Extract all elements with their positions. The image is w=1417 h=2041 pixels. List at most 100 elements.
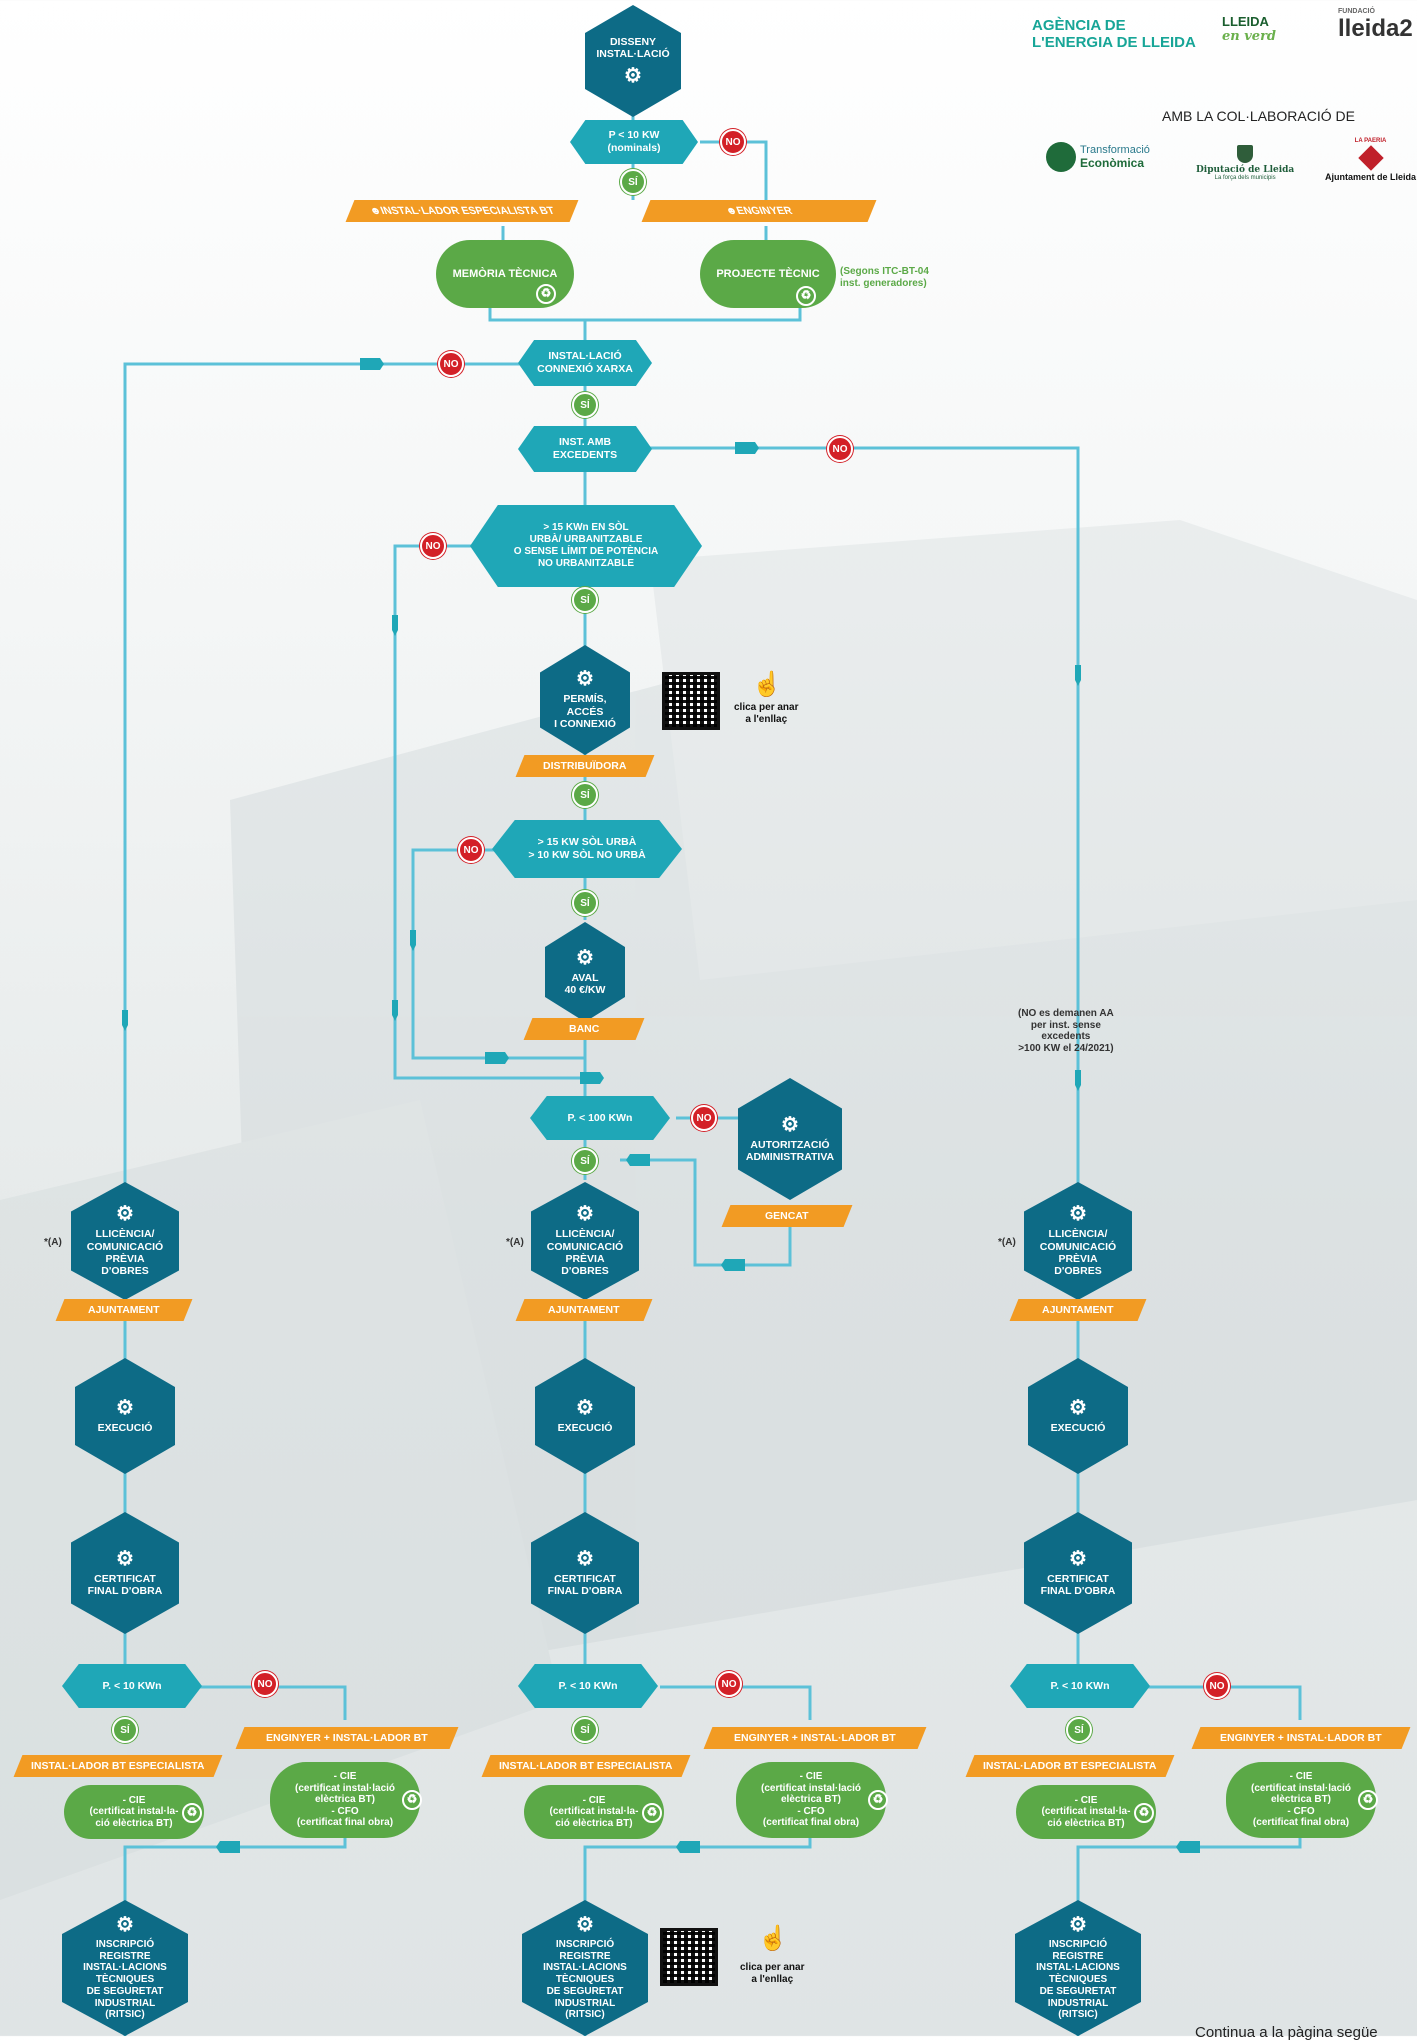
sol-15kw-decision: > 15 KWn EN SÒL URBÀ/ URBANITZABLE O SEN… [470,505,702,587]
autoritzacio-administrativa-node: ⚙ AUTORITZACIÓ ADMINISTRATIVA [738,1078,842,1200]
aval-label: AVAL 40 €/KW [564,971,606,996]
itc-note: (Segons ITC-BT-04 inst. generadores) [840,266,929,289]
si-badge: SÍ [572,1717,598,1743]
gear-icon: ⚙ [1069,1913,1087,1936]
certificat-final-node: ⚙ CERTIFICAT FINAL D'OBRA [71,1512,179,1634]
si-badge: SÍ [112,1717,138,1743]
fundacio-lleida-logo: FUNDACIÓ lleida2 [1338,8,1413,43]
asterisk-note: *(A) [506,1237,524,1248]
gear-icon: ⚙ [576,946,594,969]
recycle-icon: ♻ [536,284,556,304]
autoritzacio-label: AUTORITZACIÓ ADMINISTRATIVA [745,1138,835,1163]
cie-cfo-label: - CIE (certificat instal·lació elèctrica… [760,1771,862,1829]
fundacio-name: lleida2 [1338,15,1413,42]
si-badge: SÍ [572,890,598,916]
execucio-label: EXECUCIÓ [557,1421,613,1434]
enginyer-installer-label: ENGINYER + INSTAL·LADOR BT [1220,1732,1382,1744]
gear-icon: ⚙ [576,1203,594,1226]
recycle-icon: ♻ [796,286,816,306]
cie-label: - CIE (certificat instal·la- ció elèctri… [549,1794,639,1829]
click-link-note[interactable]: clica per anar a l'enllaç [734,702,799,725]
cie-cfo-node: - CIE (certificat instal·lació elèctrica… [736,1762,888,1838]
gear-icon: ⚙ [116,1203,134,1226]
qr-code[interactable] [660,1928,718,1986]
asterisk-note: *(A) [998,1237,1016,1248]
projecte-label: PROJECTE TÈCNIC [716,267,820,280]
cie-node: - CIE (certificat instal·la- ció elèctri… [524,1785,664,1839]
enginyer-installer-label: ENGINYER + INSTAL·LADOR BT [266,1732,428,1744]
lleida-en-verd-logo: LLEIDA en verd [1222,14,1276,44]
cie-cfo-label: - CIE (certificat instal·lació elèctrica… [294,1771,396,1829]
ritsic-label: INSCRIPCIÓ REGISTRE INSTAL·LACIONS TÈCNI… [83,1938,167,2021]
ajuntament-logo: LA PAERIA Ajuntament de Lleida [1325,138,1416,182]
aval-node: ⚙ AVAL 40 €/KW [545,922,625,1022]
recycle-icon: ♻ [868,1790,888,1810]
memoria-label: MEMÒRIA TÈCNICA [452,267,558,280]
installer-bt-banner: INSTAL·LADOR BT ESPECIALISTA [481,1755,691,1777]
click-hand-icon: ☝ [758,1925,788,1952]
aj-name: Ajuntament de Lleida [1325,172,1417,182]
fundacio-small: FUNDACIÓ [1338,8,1375,15]
si-badge: SÍ [620,169,646,195]
gear-icon: ⚙ [624,65,642,88]
certificat-label: CERTIFICAT FINAL D'OBRA [1040,1572,1116,1597]
qr-code[interactable] [662,672,720,730]
ajuntament-banner: AJUNTAMENT [515,1299,653,1321]
execucio-node: ⚙ EXECUCIÓ [535,1358,635,1474]
no-badge: NO [252,1671,278,1697]
enginyer-installer-banner: ENGINYER + INSTAL·LADOR BT [235,1727,459,1749]
agency-logo: AGÈNCIA DE L'ENERGIA DE LLEIDA [1032,17,1196,51]
ajuntament-label: AJUNTAMENT [88,1304,160,1316]
gear-icon: ⚙ [576,1396,594,1419]
sol-urba-decision: > 15 KW SÒL URBÀ > 10 KW SÒL NO URBÀ [492,820,682,878]
cie-cfo-node: - CIE (certificat instal·lació elèctrica… [1226,1762,1378,1838]
gencat-label: GENCAT [765,1210,809,1222]
aa-note: (NO es demanen AA per inst. sense excede… [1018,1008,1114,1054]
execucio-node: ⚙ EXECUCIÓ [75,1358,175,1474]
cie-cfo-node: - CIE (certificat instal·lació elèctrica… [270,1762,422,1838]
gear-icon: ⚙ [576,1913,594,1936]
banc-banner: BANC [523,1018,645,1040]
gear-icon: ⚙ [116,1913,134,1936]
permis-label: PERMÍS, ACCÉS I CONNEXIÓ [554,693,616,731]
dip-line2: La força dels municipis [1214,175,1276,181]
p100-decision: P. < 100 KWn [530,1096,670,1140]
engineer-banner: ☻ ENGINYER [641,200,877,222]
gear-icon: ⚙ [1069,1203,1087,1226]
memoria-tecnica-node: MEMÒRIA TÈCNICA ♻ [436,240,574,308]
gear-icon: ⚙ [1069,1396,1087,1419]
projecte-tecnic-node: PROJECTE TÈCNIC ♻ [700,240,836,308]
te-line1: Transformació [1080,144,1150,156]
execucio-node: ⚙ EXECUCIÓ [1028,1358,1128,1474]
no-badge: NO [691,1105,717,1131]
te-icon [1046,142,1076,172]
gear-icon: ⚙ [1069,1547,1087,1570]
distribuidora-label: DISTRIBUÏDORA [543,760,627,772]
gear-icon: ⚙ [781,1113,799,1136]
ajuntament-banner: AJUNTAMENT [55,1299,193,1321]
gencat-banner: GENCAT [721,1205,853,1227]
si-badge: SÍ [572,587,598,613]
aj-small: LA PAERIA [1354,138,1387,144]
dip-line1: Diputació de Lleida [1196,165,1295,175]
recycle-icon: ♻ [1134,1803,1154,1823]
no-badge: NO [420,533,446,559]
click-hand-icon: ☝ [752,671,782,698]
certificat-final-node: ⚙ CERTIFICAT FINAL D'OBRA [1024,1512,1132,1634]
llicencia-label: LLICÈNCIA/ COMUNICACIÓ PRÈVIA D'OBRES [86,1228,164,1278]
diputacio-logo: Diputació de Lleida La força dels munici… [1196,145,1294,181]
excedents-decision: INST. AMB EXCEDENTS [518,426,652,472]
ajuntament-shield-icon [1357,145,1384,171]
lleida-en-verd-line1: LLEIDA [1222,14,1269,29]
recycle-icon: ♻ [1358,1790,1378,1810]
click-link-note[interactable]: clica per anar a l'enllaç [740,1962,805,1985]
no-badge: NO [827,436,853,462]
certificat-final-node: ⚙ CERTIFICAT FINAL D'OBRA [531,1512,639,1634]
installer-banner-label: INSTAL·LADOR ESPECIALISTA BT [378,205,557,217]
no-badge: NO [438,351,464,377]
connexio-xarxa-decision: INSTAL·LACIÓ CONNEXIÓ XARXA [518,340,652,386]
continue-next-page: Continua a la pàgina següe [1195,2024,1378,2041]
cie-node: - CIE (certificat instal·la- ció elèctri… [1016,1785,1156,1839]
ritsic-label: INSCRIPCIÓ REGISTRE INSTAL·LACIONS TÈCNI… [543,1938,627,2021]
no-badge: NO [1204,1673,1230,1699]
